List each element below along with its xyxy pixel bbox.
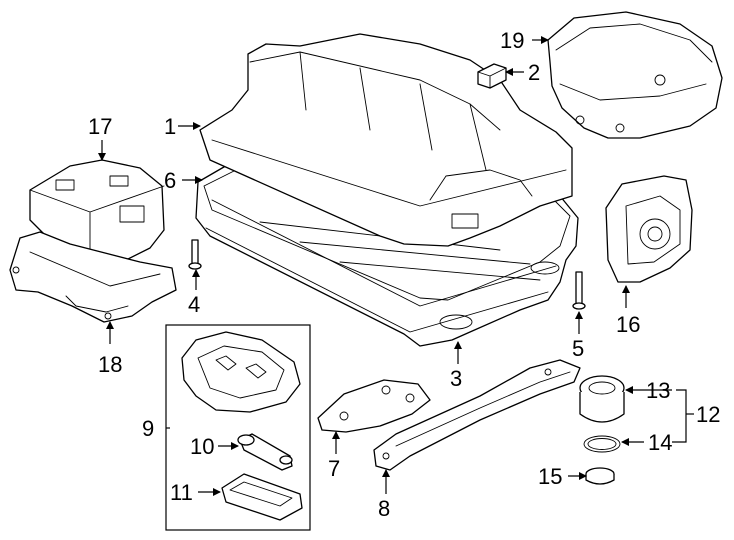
bracket-plate-part-7 xyxy=(317,379,431,433)
callout-19: 19 xyxy=(500,28,524,53)
callout-2: 2 xyxy=(528,60,540,85)
port-housing-part-16 xyxy=(605,175,693,283)
module-bracket-part-18 xyxy=(9,231,177,323)
cap-assembly-part-13 xyxy=(579,375,625,423)
callout-13: 13 xyxy=(646,378,670,403)
callout-8: 8 xyxy=(378,496,390,521)
callout-5: 5 xyxy=(572,336,584,361)
leader-lines xyxy=(98,36,694,496)
plug-part-15 xyxy=(585,467,615,485)
callout-1: 1 xyxy=(164,114,176,139)
callout-4: 4 xyxy=(188,292,200,317)
o-ring-part-14 xyxy=(583,435,621,453)
connector-housing xyxy=(181,331,301,413)
callout-7: 7 xyxy=(328,456,340,481)
power-unit-part-19 xyxy=(547,11,723,139)
callout-14: 14 xyxy=(648,430,672,455)
callout-9: 9 xyxy=(142,416,154,441)
callout-18: 18 xyxy=(98,352,122,377)
bolt-part-5 xyxy=(572,271,586,310)
callout-10: 10 xyxy=(190,434,214,459)
fuse-block-part-2 xyxy=(477,63,507,89)
bolt-part-4 xyxy=(188,239,202,270)
sensor-link-part-10 xyxy=(237,433,293,471)
callout-16: 16 xyxy=(616,312,640,337)
support-rail-part-8 xyxy=(373,359,581,471)
callout-12: 12 xyxy=(696,402,720,427)
battery-cover-part-1 xyxy=(199,33,573,247)
callout-6: 6 xyxy=(164,168,176,193)
callout-11: 11 xyxy=(170,480,193,505)
callout-15: 15 xyxy=(538,464,562,489)
callout-17: 17 xyxy=(88,114,112,139)
callout-3: 3 xyxy=(450,366,462,391)
cover-plate-part-11 xyxy=(221,473,303,521)
callout-labels: 1 2 3 4 5 6 7 8 9 10 11 12 13 14 15 16 1… xyxy=(88,28,720,521)
